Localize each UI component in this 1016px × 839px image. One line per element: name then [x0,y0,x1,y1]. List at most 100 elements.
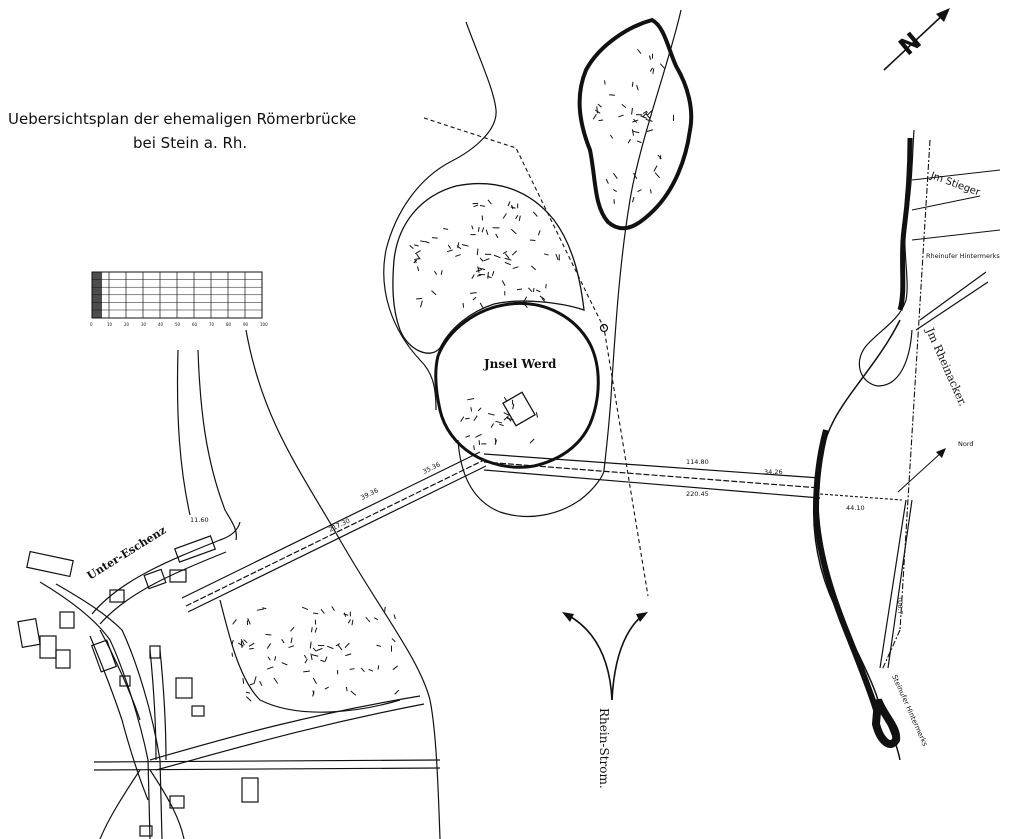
hatch-mark [393,614,396,620]
hatch-mark [290,637,293,644]
small-north-arrow-icon [897,448,946,493]
hatch-mark [303,670,310,673]
hatch-mark [503,412,510,416]
hatch-mark [596,106,598,114]
hatch-mark [631,81,634,87]
east-measure-line-2 [887,499,913,669]
hatch-mark [470,292,477,294]
hatch-mark [471,274,475,279]
hatch-mark [510,206,516,209]
hatch-mark [501,280,506,286]
building [173,535,217,563]
building [119,675,131,687]
hatch-mark [618,114,624,118]
upper-island [577,17,694,231]
hatch-mark [503,415,509,421]
hatch-mark [377,665,380,670]
hatch-mark [232,619,237,625]
hatch-mark [636,140,642,144]
hatch-mark [457,242,460,249]
hatch-mark [420,300,423,308]
hatch-mark [256,608,264,611]
building [26,550,74,578]
hatch-mark [417,266,420,272]
measure-35: 35.36 [421,460,441,475]
measure-11: 11.60 [190,516,209,524]
rheinufer-label: Rheinufer Hintermerks [926,252,1000,260]
hatch-mark [414,250,421,255]
hatch-mark [245,691,251,694]
hatch-mark [414,258,417,264]
hatch-mark [465,435,471,438]
hatch-mark [281,662,288,666]
building [241,777,259,803]
south-field-outline [219,599,401,713]
east-shore-south-blob [871,698,901,748]
hatch-mark [360,667,365,673]
hatch-mark [376,644,382,647]
hatch-mark [642,111,648,117]
hatch-mark [461,244,469,247]
hatch-mark [647,110,653,116]
hatch-mark [473,445,475,450]
hatch-mark [374,617,379,621]
hatch-mark [506,417,514,421]
measure-114: 114.80 [686,458,709,466]
measure-34: 34.26 [764,468,783,476]
north-arrow-icon: N [883,8,950,71]
scale-tick-label: 0 [90,322,93,327]
east-shore-dark [812,429,879,711]
river-bank-east [383,21,497,411]
hatch-mark [473,415,478,422]
hatch-mark [242,678,245,684]
measure-44: 44.10 [846,504,865,512]
hatch-mark [337,644,343,651]
hatch-mark [493,254,501,259]
hatch-mark [512,266,519,270]
hatch-mark [248,642,255,647]
hatch-mark [312,677,318,685]
hatch-mark [532,287,535,293]
hatch-mark [304,658,308,664]
hatch-mark [303,654,307,659]
hatch-mark [343,613,349,616]
hatch-mark [253,676,257,684]
hatch-mark [495,420,503,424]
east-road [915,271,989,331]
hatch-mark [243,639,248,644]
hatch-mark [523,296,528,303]
hatch-mark [347,619,352,624]
hatch-mark [545,284,547,289]
hatch-mark [510,228,517,235]
hatch-mark [612,189,617,193]
hatch-mark [477,266,480,273]
hatch-mark [537,230,541,236]
hatch-mark [495,233,499,239]
hatch-mark [324,686,329,690]
hatch-mark [311,654,319,657]
hatch-mark [462,302,465,308]
hatch-mark [479,257,484,262]
east-measure-line [879,499,907,669]
hatch-mark [499,423,504,427]
hatch-mark [483,258,490,262]
hatch-mark [431,237,438,239]
hatch-mark [487,271,489,279]
measure-39: 39.36 [359,486,379,501]
hatch-mark [659,63,665,69]
hatch-mark [503,396,508,402]
scale-tick-label: 100 [260,322,268,327]
hatch-mark [512,403,515,410]
building [169,569,187,583]
hatch-mark [281,638,285,644]
building [109,589,125,603]
hatch-mark [265,633,272,636]
hatch-mark [345,686,348,692]
hatch-mark [631,107,633,115]
hatch-mark [539,295,546,301]
hatch-mark [637,49,642,54]
hatch-mark [320,659,325,663]
hatch-mark [627,138,631,144]
hatch-mark [312,690,315,695]
